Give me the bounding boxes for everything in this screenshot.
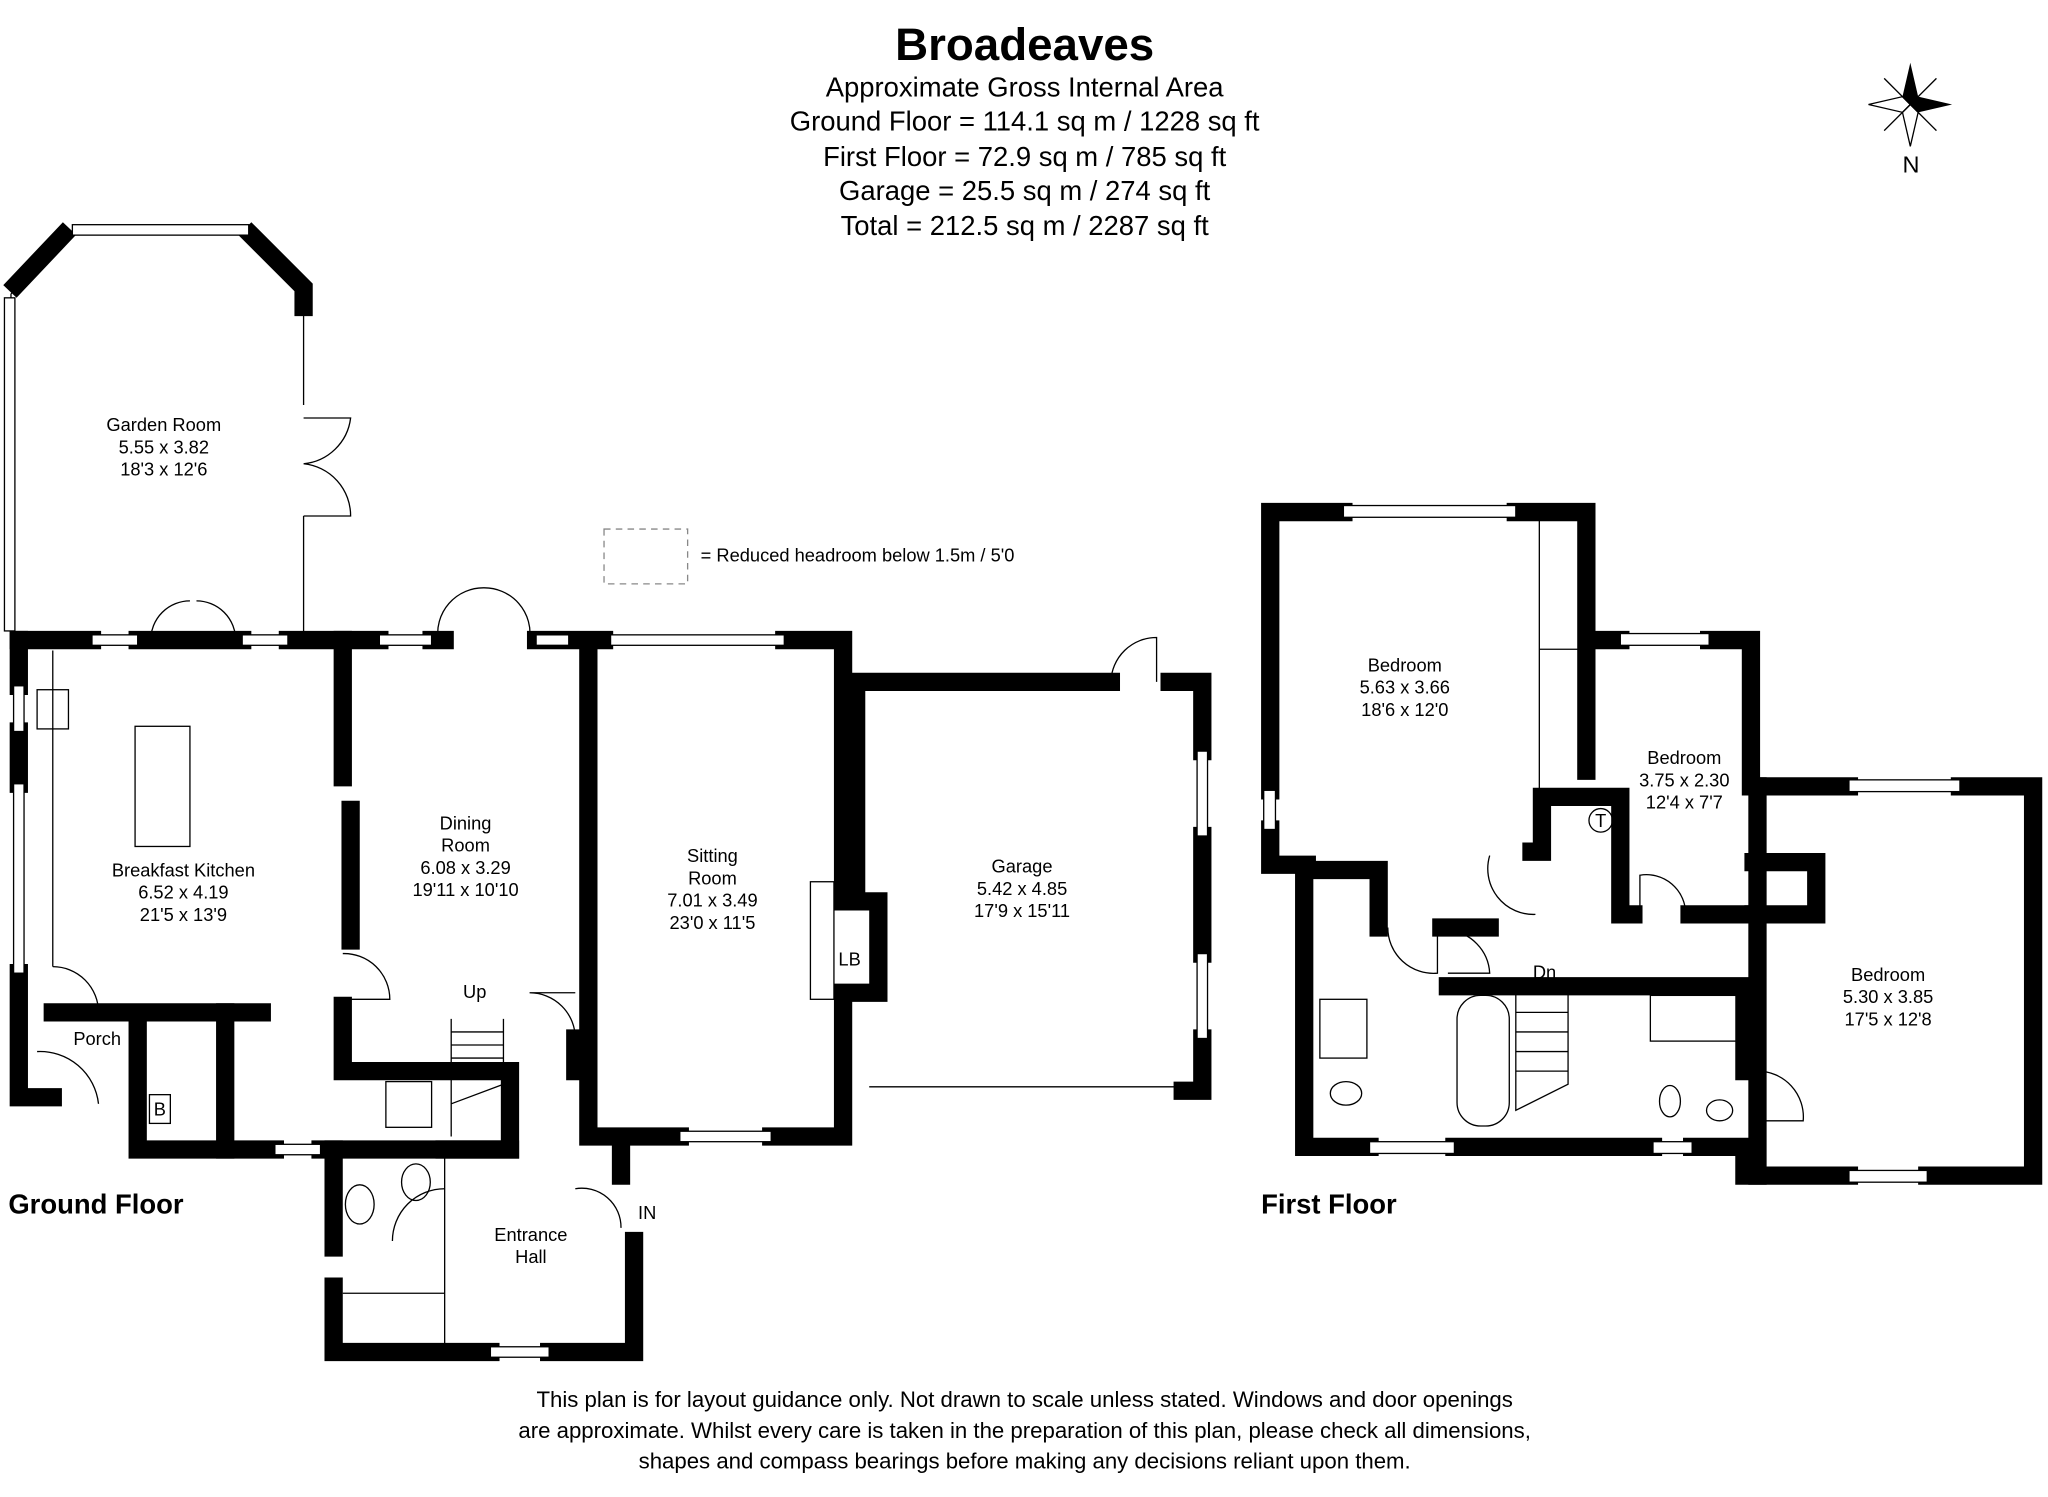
disclaimer-line-2: are approximate. Whilst every care is ta… (518, 1418, 1531, 1443)
area-first: First Floor = 72.9 sq m / 785 sq ft (823, 141, 1226, 172)
room-breakfast-kitchen: Breakfast Kitchen 6.52 x 4.19 21'5 x 13'… (112, 860, 255, 925)
disclaimer: This plan is for layout guidance only. N… (518, 1387, 1531, 1473)
first-floor-walls (1261, 502, 2043, 1185)
room-name: Bedroom (1368, 654, 1442, 675)
room-name: Dining (440, 812, 492, 833)
room-metric: 5.63 x 3.66 (1360, 677, 1450, 698)
legend-label: = Reduced headroom below 1.5m / 5'0 (701, 545, 1015, 566)
room-name: Sitting (687, 845, 738, 866)
room-metric: 5.30 x 3.85 (1843, 986, 1933, 1007)
room-sitting-room: Sitting Room 7.01 x 3.49 23'0 x 11'5 (667, 845, 757, 933)
stairs-down-label: Dn (1533, 961, 1556, 982)
room-bedroom-3: Bedroom 5.30 x 3.85 17'5 x 12'8 (1843, 964, 1933, 1029)
room-imperial: 19'11 x 10'10 (412, 879, 518, 900)
room-entrance-hall: Entrance (494, 1224, 567, 1245)
reduced-headroom-swatch (603, 528, 689, 585)
room-name: Bedroom (1851, 964, 1925, 985)
ground-floor-label: Ground Floor (8, 1189, 183, 1220)
room-imperial: 23'0 x 11'5 (670, 912, 756, 933)
room-metric: 6.52 x 4.19 (138, 882, 228, 903)
room-entrance-hall-2: Hall (515, 1246, 546, 1267)
room-imperial: 12'4 x 7'7 (1646, 792, 1723, 813)
room-garden-room: Garden Room 5.55 x 3.82 18'3 x 12'6 (106, 414, 221, 479)
entrance-in-label: IN (638, 1202, 656, 1223)
room-bedroom-2: Bedroom 3.75 x 2.30 12'4 x 7'7 (1639, 747, 1729, 812)
tank-label: T (1595, 810, 1606, 831)
title: Broadeaves (895, 19, 1154, 70)
first-floor-labels: Bedroom 5.63 x 3.66 18'6 x 12'0 Bedroom … (1261, 654, 1933, 1219)
room-imperial: 17'5 x 12'8 (1844, 1008, 1931, 1029)
ground-floor-labels: Garden Room 5.55 x 3.82 18'3 x 12'6 Brea… (8, 414, 1070, 1267)
header: Broadeaves Approximate Gross Internal Ar… (790, 19, 1260, 241)
area-total: Total = 212.5 sq m / 2287 sq ft (841, 210, 1210, 241)
room-metric: 5.55 x 3.82 (119, 436, 209, 457)
area-ground: Ground Floor = 114.1 sq m / 1228 sq ft (790, 106, 1260, 137)
room-metric: 3.75 x 2.30 (1639, 769, 1729, 790)
stairs-up-label: Up (463, 981, 486, 1002)
room-name: Breakfast Kitchen (112, 860, 255, 881)
compass-north-label: N (1902, 151, 1919, 177)
room-bedroom-1: Bedroom 5.63 x 3.66 18'6 x 12'0 (1360, 654, 1450, 719)
room-imperial: 17'9 x 15'11 (974, 900, 1070, 921)
legend: = Reduced headroom below 1.5m / 5'0 (603, 528, 1015, 585)
disclaimer-line-3: shapes and compass bearings before makin… (639, 1448, 1411, 1473)
room-imperial: 21'5 x 13'9 (140, 904, 227, 925)
log-burner-label: LB (838, 948, 860, 969)
room-metric: 6.08 x 3.29 (420, 857, 510, 878)
ground-floor-walls (3, 222, 1212, 1362)
room-name: Garage (992, 856, 1053, 877)
room-porch: Porch (73, 1028, 121, 1049)
room-name-2: Room (441, 835, 490, 856)
room-dining-room: Dining Room 6.08 x 3.29 19'11 x 10'10 (412, 812, 518, 900)
subtitle: Approximate Gross Internal Area (826, 72, 1225, 103)
room-metric: 5.42 x 4.85 (977, 878, 1067, 899)
room-metric: 7.01 x 3.49 (667, 890, 757, 911)
room-garage: Garage 5.42 x 4.85 17'9 x 15'11 (974, 856, 1070, 921)
room-name: Garden Room (106, 414, 221, 435)
disclaimer-line-1: This plan is for layout guidance only. N… (536, 1387, 1512, 1412)
room-imperial: 18'3 x 12'6 (120, 458, 207, 479)
room-imperial: 18'6 x 12'0 (1361, 699, 1448, 720)
boiler-label: B (154, 1099, 166, 1120)
compass-rose-icon: N (1868, 62, 1953, 177)
room-name: Bedroom (1647, 747, 1721, 768)
first-floor-label: First Floor (1261, 1189, 1397, 1220)
area-garage: Garage = 25.5 sq m / 274 sq ft (839, 175, 1211, 206)
room-name-2: Room (688, 867, 737, 888)
